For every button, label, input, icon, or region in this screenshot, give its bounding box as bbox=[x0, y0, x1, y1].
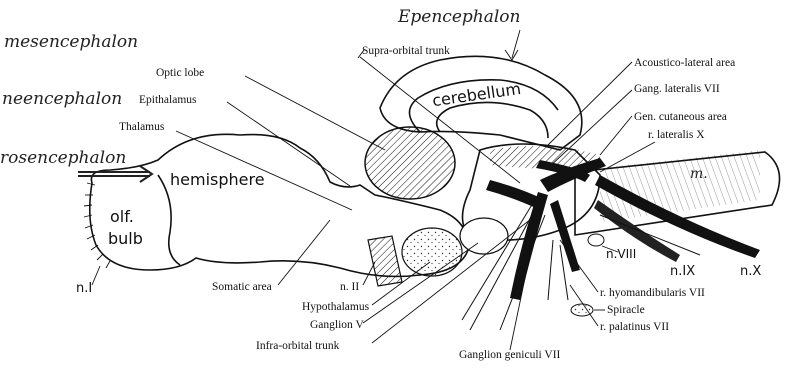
label-hemisphere: hemisphere bbox=[170, 170, 265, 189]
label-gen-cutaneous-area: Gen. cutaneous area bbox=[634, 111, 727, 123]
label-n-ii: n. II bbox=[340, 281, 359, 293]
label-n-ix: n.IX bbox=[670, 264, 695, 279]
label-acoustico-lateral-area: Acoustico-lateral area bbox=[634, 57, 735, 69]
olfactory-bristles bbox=[84, 183, 110, 268]
hypothalamus-shape bbox=[402, 228, 462, 276]
label-thalamus: Thalamus bbox=[119, 121, 165, 133]
optic-lobe-shape bbox=[365, 127, 455, 199]
optic-nerve bbox=[368, 236, 402, 286]
label-hypothalamus: Hypothalamus bbox=[302, 301, 370, 313]
label-optic-lobe: Optic lobe bbox=[156, 67, 204, 79]
label-m: m. bbox=[690, 166, 708, 182]
label-r-hyomandibularis-vii: r. hyomandibularis VII bbox=[600, 287, 705, 299]
label-ganglion-v: Ganglion V bbox=[310, 319, 364, 331]
handwritten-neencephalon: neencephalon bbox=[2, 89, 122, 109]
label-epithalamus: Epithalamus bbox=[139, 94, 197, 106]
label-gang-lateralis-vii: Gang. lateralis VII bbox=[634, 83, 720, 95]
label-n-i: n.I bbox=[76, 281, 92, 296]
label-somatic-area: Somatic area bbox=[212, 281, 272, 293]
label-spiracle: Spiracle bbox=[607, 304, 645, 316]
label-bulb: bulb bbox=[108, 229, 143, 248]
label-r-lateralis-x: r. lateralis X bbox=[648, 129, 705, 141]
cerebellum-fold-2 bbox=[437, 102, 548, 138]
handwritten-mesencephalon: mesencephalon bbox=[4, 32, 138, 52]
label-supra-orbital-trunk: Supra-orbital trunk bbox=[362, 45, 450, 57]
label-n-x: n.X bbox=[740, 264, 761, 279]
label-olf: olf. bbox=[110, 207, 134, 226]
label-r-palatinus-vii: r. palatinus VII bbox=[600, 321, 669, 333]
n-viii-shape bbox=[588, 234, 604, 246]
ganglion-v-shape bbox=[460, 218, 508, 254]
handwritten-arrow bbox=[505, 30, 520, 60]
label-cerebellum: cerebellum bbox=[431, 79, 522, 110]
handwritten-epencephalon: Epencephalon bbox=[397, 7, 520, 27]
handwritten-pointer bbox=[78, 166, 152, 182]
label-infra-orbital-trunk: Infra-orbital trunk bbox=[256, 340, 340, 352]
handwritten-rhinencephalon: rosencephalon bbox=[0, 148, 126, 168]
label-ganglion-geniculi-vii: Ganglion geniculi VII bbox=[459, 349, 561, 361]
